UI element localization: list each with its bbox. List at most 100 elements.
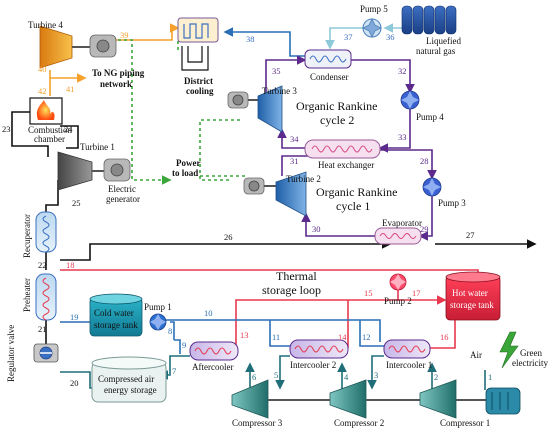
intercooler-1-label: Intercooler 1 bbox=[386, 360, 432, 370]
intercooler-2 bbox=[289, 339, 349, 359]
preheater-label: Preheater bbox=[22, 278, 32, 312]
stream-32: 32 bbox=[398, 66, 407, 76]
stream-7: 7 bbox=[172, 366, 176, 376]
district-cooling-label-2: cooling bbox=[186, 86, 214, 96]
pipe-9 bbox=[174, 339, 181, 354]
stream-38: 38 bbox=[246, 34, 255, 44]
stream-20: 20 bbox=[70, 378, 79, 388]
lng-tanks bbox=[401, 5, 457, 35]
hot-tank-label-1: Hot water bbox=[452, 288, 488, 298]
pump-3 bbox=[422, 177, 442, 197]
pump-2 bbox=[389, 273, 407, 291]
electric-gen-label-2: generator bbox=[106, 194, 140, 204]
thermal-label-1: Thermal bbox=[276, 269, 317, 283]
stream-40: 40 bbox=[38, 64, 47, 74]
pipe-16 bbox=[430, 312, 456, 349]
electric-motor bbox=[485, 387, 521, 415]
pump-3-label: Pump 3 bbox=[438, 198, 466, 208]
turbine-4-label: Turbine 4 bbox=[28, 20, 63, 30]
pipe-34 bbox=[277, 128, 305, 149]
condenser bbox=[304, 49, 352, 69]
condenser-label: Condenser bbox=[310, 72, 349, 82]
power-to-load-label-2: to load bbox=[172, 168, 198, 178]
stream-18: 18 bbox=[66, 260, 75, 270]
air-label: Air bbox=[470, 350, 482, 360]
pipe-3 bbox=[367, 355, 384, 390]
pipe-37 bbox=[325, 27, 365, 50]
lng-label-1: Liquefied bbox=[426, 36, 461, 46]
evaporator bbox=[374, 227, 422, 245]
stream-33: 33 bbox=[398, 132, 407, 142]
pipe-13 bbox=[235, 299, 350, 355]
labels: Turbine 4 To NG piping network Combustio… bbox=[6, 4, 548, 428]
pump-5-label: Pump 5 bbox=[360, 4, 388, 14]
orc-2-label-2: cycle 2 bbox=[320, 113, 354, 127]
combustion-label-2: chamber bbox=[34, 134, 65, 144]
heat-exchanger-label: Heat exchanger bbox=[318, 160, 374, 170]
ng-piping-label-2: network bbox=[100, 79, 132, 89]
stream-34: 34 bbox=[290, 134, 299, 144]
pipe-11 bbox=[269, 320, 290, 347]
stream-30: 30 bbox=[312, 224, 321, 234]
recuperator bbox=[35, 211, 57, 253]
stream-9: 9 bbox=[182, 340, 186, 350]
pipe-33 bbox=[378, 108, 411, 153]
green-label-2: electricity bbox=[512, 358, 548, 368]
regulator-valve bbox=[33, 343, 59, 363]
pipe-30 bbox=[301, 212, 375, 237]
turbine-1-label: Turbine 1 bbox=[80, 142, 115, 152]
stream-11: 11 bbox=[272, 332, 280, 342]
regulator-valve-label: Regulator valve bbox=[6, 325, 16, 382]
turbine-2 bbox=[243, 171, 307, 217]
pump-2-label: Pump 2 bbox=[384, 296, 412, 306]
orc-1-label-1: Organic Rankine bbox=[316, 185, 397, 199]
stream-41: 41 bbox=[66, 84, 75, 94]
stream-25: 25 bbox=[72, 198, 81, 208]
cold-water-storage-tank bbox=[89, 293, 143, 337]
stream-3: 3 bbox=[374, 370, 378, 380]
pipe-29 bbox=[418, 196, 433, 241]
aftercooler-label: Aftercooler bbox=[192, 362, 233, 372]
stream-24: 24 bbox=[64, 124, 73, 134]
stream-numbers: 1 2 3 4 5 6 7 8 9 10 11 12 13 14 15 16 1… bbox=[2, 30, 492, 388]
pump-5 bbox=[362, 18, 382, 38]
pump-1-label: Pump 1 bbox=[144, 302, 172, 312]
stream-16: 16 bbox=[440, 332, 449, 342]
stream-29: 29 bbox=[420, 224, 429, 234]
power-line-1 bbox=[118, 39, 172, 185]
pump-1 bbox=[149, 313, 167, 331]
green-label-1: Green bbox=[520, 348, 542, 358]
hot-water-storage-tank bbox=[445, 271, 501, 321]
cold-tank-label-2: storage tank bbox=[94, 320, 138, 330]
pipe-39 bbox=[96, 23, 180, 41]
pipe-18 bbox=[60, 269, 479, 276]
stream-42: 42 bbox=[38, 86, 47, 96]
stream-1: 1 bbox=[488, 372, 492, 382]
district-cooling-label-1: District bbox=[184, 76, 213, 86]
stream-4: 4 bbox=[344, 372, 349, 382]
compressor-3-label: Compressor 3 bbox=[232, 418, 283, 428]
evaporator-label: Evaporator bbox=[382, 218, 422, 228]
recuperator-label: Recuperator bbox=[22, 214, 32, 258]
pump-4 bbox=[400, 90, 420, 110]
compressor-1-label: Compressor 1 bbox=[440, 418, 490, 428]
pipe-10 bbox=[166, 319, 381, 342]
compressor-3 bbox=[231, 379, 290, 419]
power-line-2 bbox=[199, 119, 240, 181]
stream-15: 15 bbox=[364, 288, 373, 298]
lightning-icon bbox=[499, 331, 519, 369]
stream-31: 31 bbox=[290, 156, 299, 166]
caes-label-2: energy storage bbox=[104, 385, 157, 395]
stream-36: 36 bbox=[386, 32, 395, 42]
stream-14: 14 bbox=[338, 332, 347, 342]
electric-gen-label-1: Electric bbox=[108, 184, 136, 194]
compressor-2-label: Compressor 2 bbox=[334, 418, 384, 428]
stream-28: 28 bbox=[420, 156, 429, 166]
pump-4-label: Pump 4 bbox=[416, 112, 444, 122]
pipe-5 bbox=[275, 355, 290, 390]
turbine-1 bbox=[57, 151, 131, 191]
stream-12: 12 bbox=[362, 332, 371, 342]
pipe-26 bbox=[60, 239, 392, 261]
